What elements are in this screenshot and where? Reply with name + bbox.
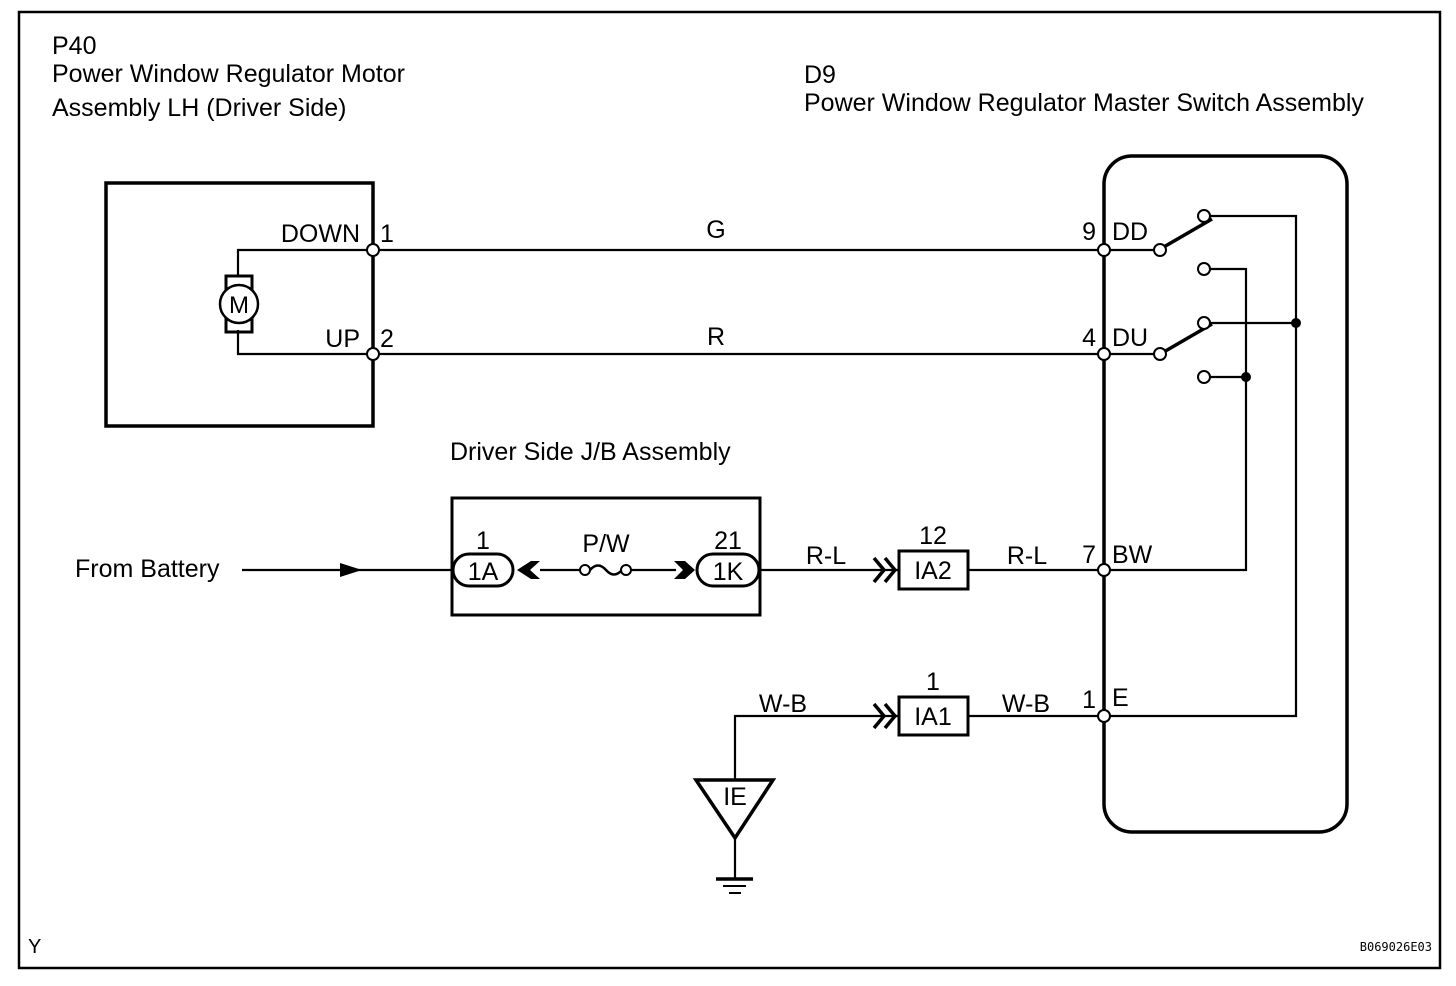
source-label: From Battery <box>75 555 220 583</box>
connector-chevron-icon <box>883 556 898 584</box>
ground-bus <box>1104 214 1298 718</box>
motor-code: P40 <box>52 32 96 60</box>
du-common-contact <box>1153 347 1167 361</box>
corner-mark: Y <box>28 936 41 958</box>
switch-code: D9 <box>804 61 836 89</box>
junction-dot <box>1241 372 1251 382</box>
motor-down-lead <box>236 248 373 275</box>
motor-housing <box>104 181 375 428</box>
motor-name-line1: Power Window Regulator Motor <box>52 60 405 88</box>
ground-triangle-icon <box>692 778 777 842</box>
du-power-contact <box>1197 370 1211 384</box>
connector-arrow-right-icon <box>674 561 695 579</box>
wire-ground-to-ia1-color: W-B <box>759 690 807 718</box>
connector-ia1-label: IA1 <box>914 703 952 731</box>
motor-pin-1-number: 1 <box>380 220 394 248</box>
motor-pin-2-number: 2 <box>380 325 394 353</box>
wire-down-color: G <box>706 216 725 244</box>
connector-1a-pin: 1 <box>476 527 490 555</box>
connector-arrow-left-icon <box>517 561 540 579</box>
motor-icon: M <box>218 274 260 334</box>
connector-1k-label: 1K <box>713 558 744 586</box>
arrow-right-icon <box>340 563 362 577</box>
ground-label: IE <box>723 783 747 811</box>
fuse-terminal <box>579 564 591 576</box>
connector-ia2-label: IA2 <box>914 557 952 585</box>
switch-pin-e-name: E <box>1112 684 1129 712</box>
junction-dot <box>1291 318 1301 328</box>
switch-pin-dd-name: DD <box>1112 218 1148 246</box>
switch-pin-bw-name: BW <box>1112 541 1153 569</box>
ground-icon <box>716 877 753 894</box>
switch-terminal-4 <box>1097 347 1111 361</box>
dd-power-contact <box>1197 262 1211 276</box>
motor-terminal-2 <box>366 347 380 361</box>
wire-jb-to-ia2-color: R-L <box>806 542 846 570</box>
connector-1k-pin: 21 <box>714 527 742 555</box>
dd-common-contact <box>1153 243 1167 257</box>
connector-1a-label: 1A <box>468 558 499 586</box>
switch-pin-9-number: 9 <box>1082 218 1096 246</box>
connector-ia2-pin: 12 <box>919 522 947 550</box>
switch-name: Power Window Regulator Master Switch Ass… <box>804 89 1364 117</box>
du-ground-contact <box>1197 316 1211 330</box>
jb-name: Driver Side J/B Assembly <box>450 438 731 466</box>
connector-chevron-icon <box>872 556 887 584</box>
connector-chevron-icon <box>872 702 887 730</box>
switch-terminal-1 <box>1097 709 1111 723</box>
jb-housing <box>450 496 762 617</box>
motor-up-lead <box>236 330 373 356</box>
switch-pin-du-name: DU <box>1112 324 1148 352</box>
motor-symbol: M <box>229 292 249 319</box>
fuse-terminal <box>620 564 632 576</box>
figure-code: B069026E03 <box>1360 940 1432 954</box>
wire-ia1-to-e-color: W-B <box>1002 690 1050 718</box>
dd-ground-contact <box>1197 209 1211 223</box>
connector-ia2 <box>897 549 970 591</box>
dd-switch-blade <box>1161 217 1213 250</box>
switch-pin-1-number: 1 <box>1082 686 1096 714</box>
switch-terminal-7 <box>1097 563 1111 577</box>
motor-assembly: M DOWN 1 UP 2 <box>104 181 394 428</box>
motor-terminal-1 <box>366 243 380 257</box>
switch-pin-7-number: 7 <box>1082 541 1096 569</box>
switch-terminal-9 <box>1097 243 1111 257</box>
switch-housing <box>1102 154 1349 834</box>
battery-bus <box>1104 267 1248 572</box>
connector-ia1-pin: 1 <box>926 668 940 696</box>
wire-ground-to-ia1 <box>733 714 898 780</box>
connector-chevron-icon <box>883 702 898 730</box>
master-switch-assembly: 9 DD 4 DU 7 BW 1 E <box>1082 154 1349 834</box>
wire-ia2-to-bw-color: R-L <box>1007 542 1047 570</box>
motor-pin-up-name: UP <box>325 325 360 353</box>
junction-block: From Battery 1A 1 P/W 1K 21 <box>75 496 762 617</box>
connector-1a <box>451 552 515 588</box>
diagram-frame <box>17 10 1442 970</box>
motor-pin-down-name: DOWN <box>281 220 360 248</box>
fuse-icon <box>589 564 623 576</box>
ground-point: IE <box>692 778 777 894</box>
wire-up-color: R <box>707 323 725 351</box>
motor-name-line2: Assembly LH (Driver Side) <box>52 94 347 122</box>
fuse-label: P/W <box>582 530 630 558</box>
switch-pin-4-number: 4 <box>1082 324 1096 352</box>
